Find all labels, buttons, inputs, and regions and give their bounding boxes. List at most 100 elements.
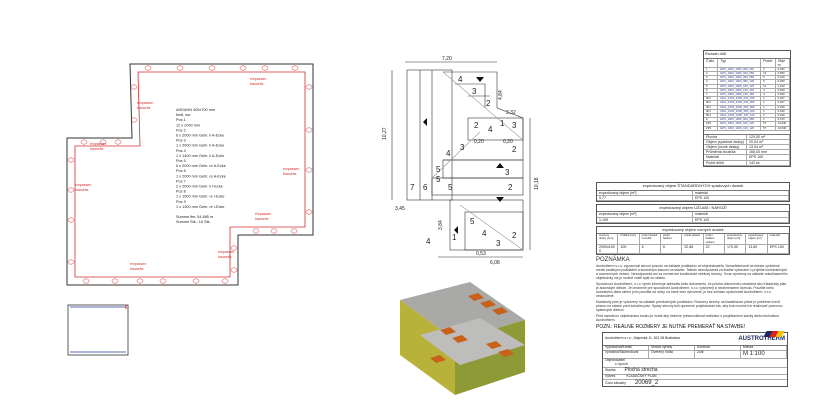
- bauseits-label: bauseits: [90, 147, 104, 151]
- dim-d4: 3,84: [438, 220, 444, 230]
- dim-d7: 0,20: [474, 139, 484, 145]
- rozsah-cell: 5K1: [704, 113, 719, 118]
- rozsah-summary-cell: Objem (spádové desky): [704, 140, 747, 145]
- position-marker: [290, 228, 298, 234]
- rozsah-cell: 2K2: [704, 101, 719, 105]
- rozsah-cell: ZP1: [704, 122, 719, 126]
- rozsah-cell: 5: [704, 84, 719, 88]
- legend-line: 1 x 1300 mm Gehr. re I-Ecke: [176, 205, 225, 209]
- einpassen-label: einpassen: [90, 142, 106, 146]
- austrotherm-logo: AUSTROTHERM: [738, 330, 785, 343]
- rozsah-title: Rozsah dílů: [704, 51, 790, 59]
- investor-value: z Lipová: [615, 361, 628, 366]
- flat-cell: počet balíkov celkem: [704, 234, 725, 244]
- rozsah-cell: 0,440: [776, 113, 790, 118]
- rozsah-col-header: Typ: [718, 58, 762, 67]
- position-marker: [230, 267, 238, 273]
- slope-board-number: 3: [472, 87, 477, 96]
- slope-board-number: 5: [470, 217, 475, 226]
- dim-d1: 4,84: [498, 90, 504, 100]
- bauseits-label: bauseits: [137, 106, 151, 110]
- note-section: POZNÁMKA Austrotherm s.r.o. vypracoval s…: [596, 257, 788, 330]
- flat-cell: 6: [640, 244, 661, 254]
- stavba-value: Plochá strecha: [624, 366, 658, 373]
- position-marker: [99, 139, 107, 145]
- flat-cell: počet dosiek na balík: [640, 234, 661, 244]
- rozsah-cell: 1,210: [776, 84, 790, 88]
- rozsah-cell: EPS_1000_1000_060_080: [718, 76, 762, 80]
- position-marker: [82, 278, 90, 284]
- position-marker: [159, 278, 167, 284]
- rozsah-cell: EPS_1000_1000_100_120: [718, 126, 762, 130]
- rozsah-cell: 13,040: [776, 126, 790, 130]
- einpassen-label: einpassen: [75, 183, 91, 187]
- einpassen-label: einpassen: [255, 212, 271, 216]
- rozsah-cell: 3K1: [704, 105, 719, 109]
- position-marker: [239, 65, 247, 71]
- rozsah-cell: 0,330: [776, 109, 790, 114]
- rozsah-cell: 11: [761, 84, 776, 88]
- rozsah-cell: 0,230: [776, 105, 790, 109]
- legend-line: Pos 4: [176, 149, 186, 153]
- rozsah-cell: EPS_1000_1000_100_120: [718, 84, 762, 88]
- slope-board-number: 3: [496, 239, 501, 248]
- legend-line: Summe Stk.: 16 Stk.: [176, 220, 211, 224]
- rozsah-cell: 0,650: [776, 71, 790, 76]
- rozsah-cell: 2: [761, 67, 776, 72]
- rozsah-cell: 0,450: [776, 80, 790, 84]
- titleblock-value: Zoliť: [695, 350, 741, 359]
- uzlab-head-volume: expedovaný objem [m³]: [597, 212, 693, 217]
- flat-header: rozmery dosky [mm]hrúbka [mm]počet dosie…: [597, 234, 789, 245]
- rozsah-cell: KEIL_1000_1000_080_100: [718, 109, 762, 114]
- note-p3: Kladačský plán je vytvorený na základe p…: [596, 300, 783, 313]
- position-marker: [208, 65, 216, 71]
- titleblock-value: M 1:100: [741, 351, 787, 359]
- slope-board-number: 5: [436, 175, 441, 184]
- cislo-value: 20069_2: [634, 379, 659, 386]
- rozsah-cell: 0,207: [776, 97, 790, 101]
- flat-cell: EPS 100: [768, 244, 789, 254]
- vykres-value: KLADAČSKÝ PLÁN: [626, 373, 657, 378]
- roof-slope-plan: [391, 61, 531, 258]
- slope-board-number: 3: [460, 143, 465, 152]
- position-marker: [261, 65, 269, 71]
- position-marker: [67, 259, 75, 265]
- slope-board-number: 2: [474, 121, 479, 130]
- position-marker: [305, 167, 313, 173]
- flat-cell: 6: [661, 244, 683, 254]
- flat-cell: 13,60: [746, 244, 768, 254]
- rozsah-cell: KEIL_1000_1000_100_120: [718, 113, 762, 118]
- rozsah-cell: 0,420: [776, 76, 790, 80]
- rozsah-cell: 6: [704, 88, 719, 93]
- note-p4: Pred samotnou objednávkou tovaru je nutn…: [596, 314, 780, 323]
- rozsah-cell: 57: [761, 126, 776, 130]
- slope-arrow: [476, 77, 484, 82]
- einpassen-label: einpassen: [283, 167, 299, 171]
- flat-cell: 22,66: [682, 244, 704, 254]
- slope-arrow: [496, 163, 504, 168]
- slope-board-number: 4: [426, 237, 431, 246]
- flat-volume-block: expedovaný objem rovných dosiek rozmery …: [596, 225, 790, 256]
- rozsah-summary-cell: 120,00 m²: [747, 134, 790, 140]
- legend-line: Pos 1: [176, 118, 186, 122]
- position-marker: [67, 217, 75, 223]
- flat-title: expedovaný objem rovných dosiek: [597, 227, 789, 235]
- slope-board-number: 3: [505, 168, 510, 177]
- legend-line: Summe lfm: 54,685 m: [176, 215, 213, 219]
- rozsah-summary-row: Objem (spádové desky)20,04 m³: [704, 140, 790, 146]
- slope-board-number: 2: [512, 145, 517, 154]
- vykres-label: Výkres: [605, 373, 616, 378]
- rozsah-summary-cell: 166,00 mm: [747, 150, 790, 155]
- rozsah-cell: 0,040: [776, 67, 790, 72]
